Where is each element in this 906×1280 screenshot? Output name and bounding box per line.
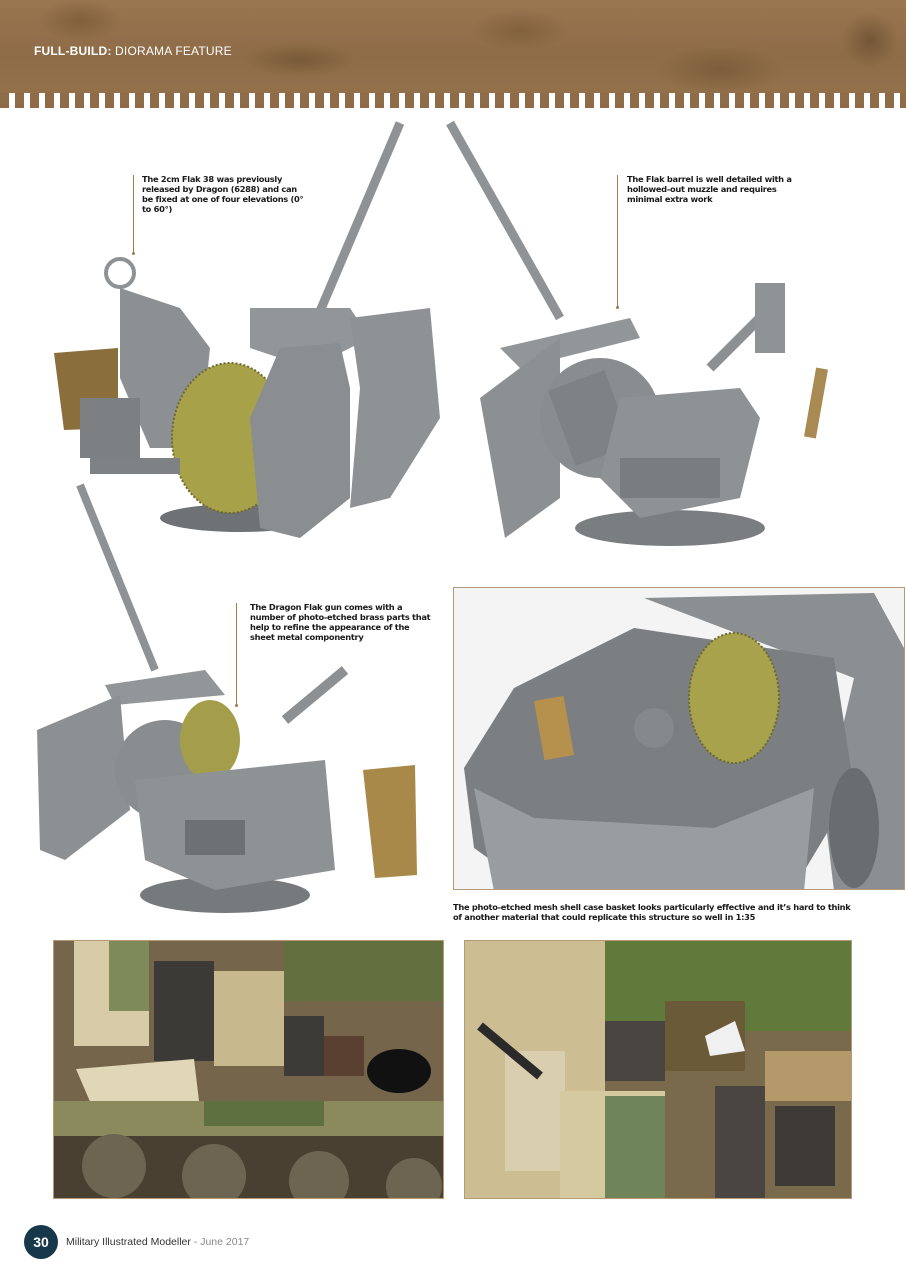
photo-flak-in-hull [453, 587, 905, 890]
photo-flak-front-left [50, 118, 450, 548]
caption-mesh: The photo-etched mesh shell case basket … [453, 902, 851, 922]
diorama-interior-illustration [465, 941, 851, 1198]
diorama-hull-illustration [54, 941, 443, 1198]
caption-leader-barrel [616, 175, 619, 309]
publication-name: Military Illustrated Modeller [66, 1236, 191, 1248]
photo-flak-rear [35, 480, 420, 920]
ruler-strip [0, 93, 906, 108]
caption-leader-photoetched [235, 603, 238, 707]
flak-front-left-illustration [54, 121, 440, 538]
photo-flak-side-right [440, 118, 840, 558]
section-label-rest: DIORAMA FEATURE [111, 44, 232, 58]
section-label: FULL-BUILD: DIORAMA FEATURE [34, 44, 232, 58]
caption-flak38: The 2cm Flak 38 was previously released … [142, 174, 304, 214]
caption-photoetched: The Dragon Flak gun comes with a number … [250, 602, 431, 642]
flak-side-right-illustration [446, 120, 828, 546]
header-band: FULL-BUILD: DIORAMA FEATURE [0, 0, 906, 108]
page-number-badge: 30 [24, 1225, 58, 1259]
caption-leader-flak38 [132, 175, 135, 255]
photo-diorama-interior [464, 940, 852, 1199]
flak-in-hull-illustration [464, 593, 904, 889]
footer-publication: Military Illustrated Modeller - June 201… [66, 1236, 249, 1248]
flak-rear-illustration [37, 483, 417, 913]
photo-diorama-hull [53, 940, 444, 1199]
publication-date: - June 2017 [190, 1236, 250, 1248]
caption-barrel: The Flak barrel is well detailed with a … [627, 174, 792, 204]
section-label-bold: FULL-BUILD: [34, 44, 112, 58]
